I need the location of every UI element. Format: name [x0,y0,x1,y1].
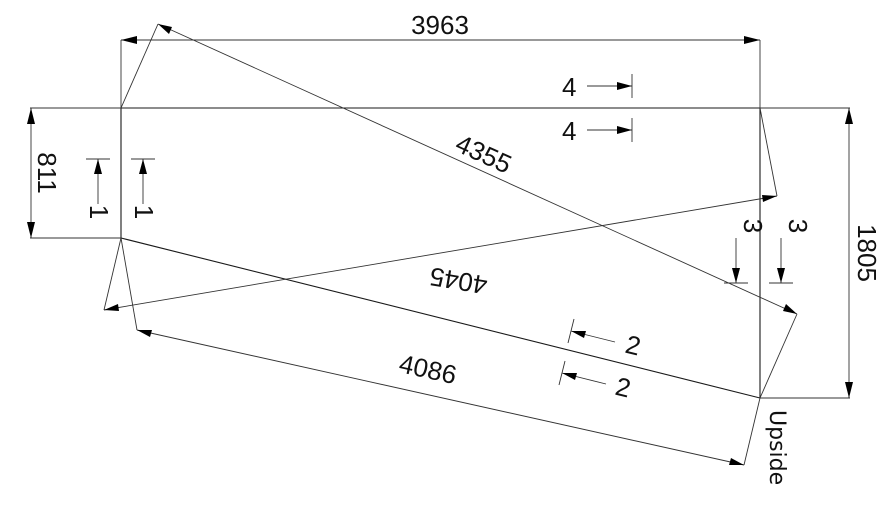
marker-label-1a: 1 [84,205,114,219]
marker-label-4a: 4 [562,72,576,102]
marker-4-bottom: 4 [562,116,633,146]
dim-left-height: 811 [27,108,62,238]
marker-3-right: 3 [769,219,813,284]
dim-label-left-height: 811 [32,152,62,193]
dim-label-bottom-slant: 4086 [396,348,459,390]
dim-bottom-slant: 4086 [136,329,745,466]
dim-right-height: 1805 [845,108,882,398]
marker-label-4b: 4 [562,116,576,146]
dim-label-top-width: 3963 [411,10,469,40]
bottom-slant-edge [120,237,761,399]
marker-label-2b: 2 [613,371,634,404]
marker-label-3a: 3 [738,219,768,233]
shape-outline [120,107,761,399]
extension-lines [30,23,850,466]
dim-label-right-height: 1805 [852,224,882,282]
dim-diagonal-cross: 4045 [103,195,778,311]
marker-label-1b: 1 [129,205,159,219]
marker-label-2a: 2 [623,329,644,362]
dim-label-diagonal-cross: 4045 [427,261,489,300]
marker-4-top: 4 [562,72,633,102]
marker-label-3b: 3 [783,219,813,233]
marker-3-left: 3 [724,219,768,284]
upside-note: Upside [764,410,789,485]
marker-1-right: 1 [129,158,159,219]
marker-2-bottom: 2 [558,360,634,404]
marker-1-left: 1 [84,158,114,219]
dim-top-width: 3963 [121,10,760,44]
marker-2-top: 2 [567,318,644,362]
